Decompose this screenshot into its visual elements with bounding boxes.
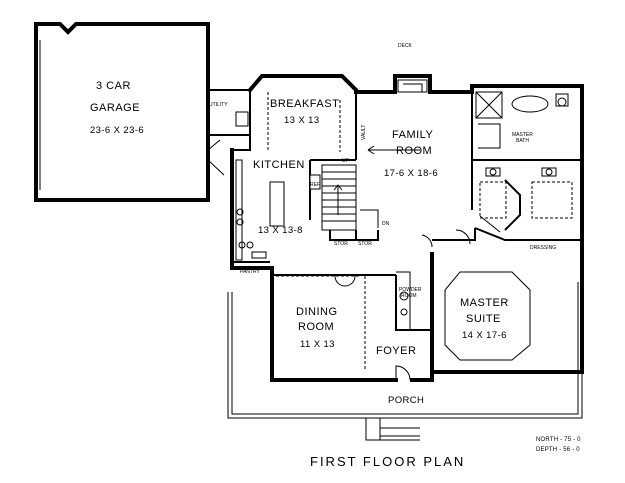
porch-label: PORCH <box>388 395 424 406</box>
room-labels: DECK 3 CAR GARAGE 23-6 X 23-6 UTILITY BR… <box>90 43 556 406</box>
vault-arrow <box>367 145 420 155</box>
kitchen-label: KITCHEN <box>253 159 305 171</box>
dining-label-line1: DINING <box>296 306 338 318</box>
front-door <box>395 365 411 381</box>
foyer-label: FOYER <box>376 345 416 357</box>
ceiling-lines <box>267 92 366 370</box>
plan-title: FIRST FLOOR PLAN <box>310 454 465 469</box>
interior-walls <box>232 92 582 331</box>
stor1-label: STOR <box>334 241 348 247</box>
kitchen-fixtures <box>235 159 321 261</box>
deck-label: DECK <box>398 43 413 49</box>
utility-room <box>207 89 251 176</box>
breakfast-label: BREAKFAST <box>270 98 339 110</box>
vault-label: VAULT <box>361 125 367 140</box>
plan-note-1: NORTH - 75 - 0 <box>536 437 581 443</box>
master-suite-tray <box>444 271 531 361</box>
master-bath-label-line2: BATH <box>516 138 529 144</box>
porch <box>227 280 583 441</box>
fireplace <box>397 79 428 93</box>
powder-room-fixtures <box>396 271 411 330</box>
garage <box>34 22 210 202</box>
master-suite-size: 14 X 17-6 <box>462 330 507 341</box>
family-label-line1: FAMILY <box>392 129 433 141</box>
stor2-label: STOR <box>358 241 372 247</box>
dining-label-line2: ROOM <box>298 321 334 333</box>
garage-label-line2: GARAGE <box>90 102 140 114</box>
master-suite-label-line1: MASTER <box>460 297 509 309</box>
garage-size: 23-6 X 23-6 <box>90 125 144 136</box>
master-bath-fixtures <box>475 91 573 233</box>
breakfast-size: 13 X 13 <box>284 115 320 126</box>
plan-title-block: FIRST FLOOR PLAN NORTH - 75 - 0 DEPTH - … <box>310 437 581 469</box>
up-label: UP <box>342 158 350 164</box>
door-swings <box>334 229 471 287</box>
dn-label: DN <box>382 221 390 227</box>
family-size: 17-6 X 18-6 <box>384 168 438 179</box>
kitchen-size: 13 X 13-8 <box>258 225 303 236</box>
dressing-label: DRESSING <box>530 245 556 251</box>
utility-label: UTILITY <box>209 102 228 108</box>
dining-size: 11 X 13 <box>300 339 335 350</box>
pantry-label: PANTRY <box>240 269 260 275</box>
family-label-line2: ROOM <box>396 145 432 157</box>
ref-label: REF <box>310 182 320 188</box>
garage-label-line1: 3 CAR <box>96 80 131 92</box>
stairs <box>321 164 379 231</box>
master-bath-label-line1: MASTER <box>512 132 533 138</box>
powder-label-line2: ROOM <box>401 293 417 299</box>
powder-label-line1: POWDER <box>399 287 422 293</box>
master-suite-label-line2: SUITE <box>466 313 501 325</box>
plan-note-2: DEPTH - 56 - 0 <box>536 447 580 453</box>
